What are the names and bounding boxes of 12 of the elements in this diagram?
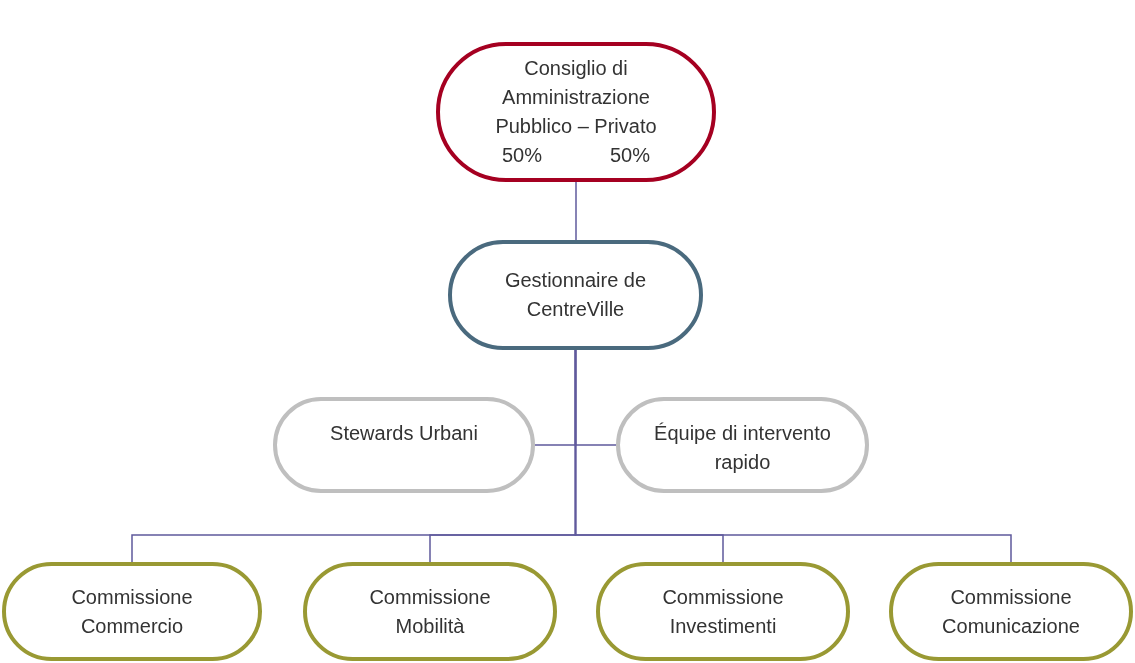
node-label: Consiglio di Amministrazione Pubblico – Privato	[494, 56, 658, 139]
node-label: Stewards Urbani	[329, 421, 479, 446]
node-label: Commissione Investimenti	[661, 585, 785, 639]
connector-line	[575, 181, 577, 241]
connector-line	[574, 349, 1012, 563]
percentage-label: 50%	[610, 143, 651, 168]
node-label: Commissione Mobilità	[368, 585, 492, 639]
node-label: Équipe di intervento rapido	[653, 421, 832, 475]
node-label: Commissione Commercio	[70, 585, 194, 639]
node-label: Gestionnaire de CentreVille	[503, 268, 648, 322]
percentage-label: 50%	[501, 143, 542, 168]
node-label: Commissione Comunicazione	[941, 585, 1081, 639]
